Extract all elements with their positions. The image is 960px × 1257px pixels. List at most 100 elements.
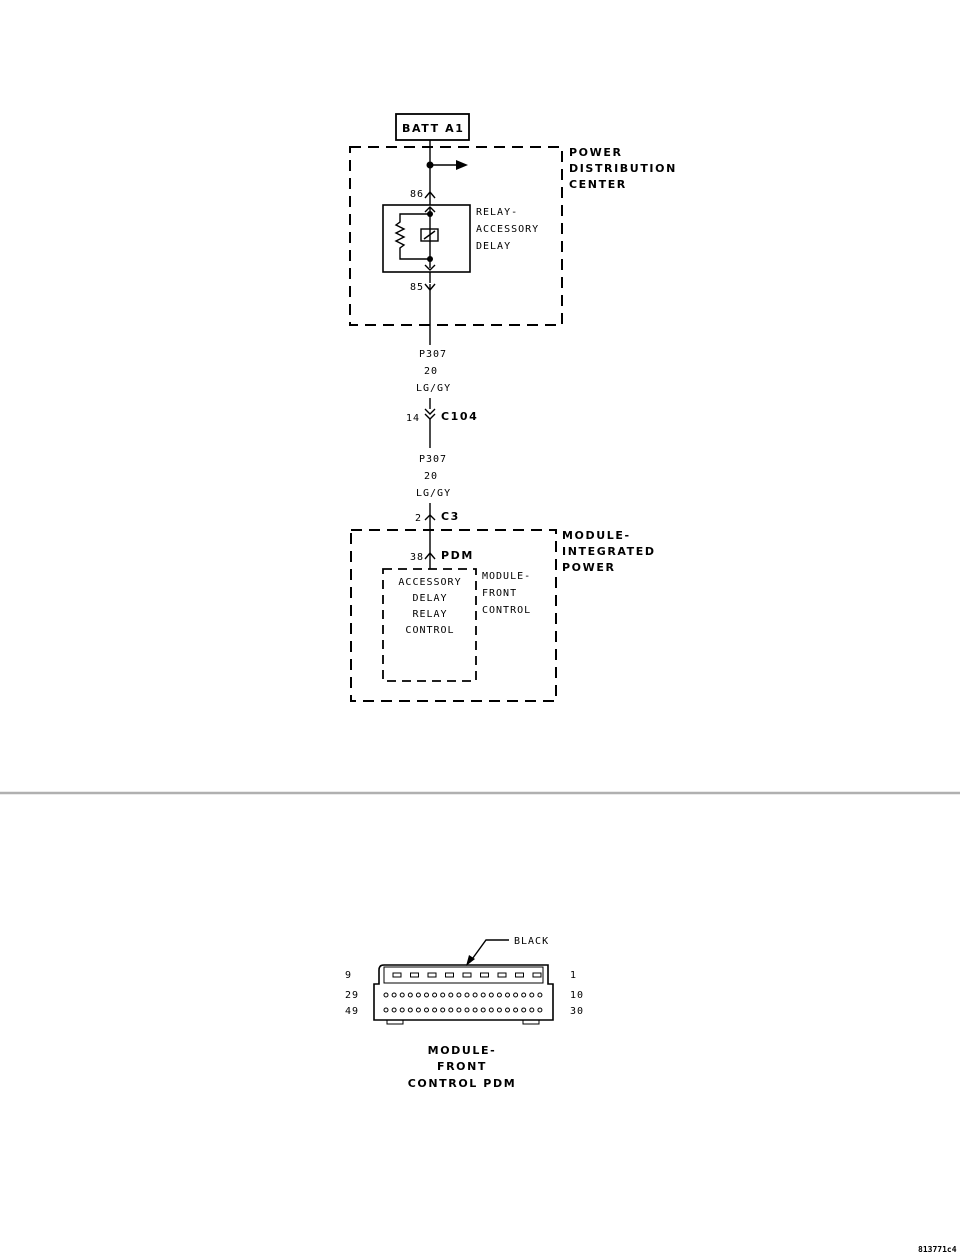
relay-label-3: DELAY [476,241,511,252]
pin-cavity [513,992,519,998]
pdc-label-1: POWER [569,146,623,159]
c104-label: C104 [441,410,478,423]
pin-cavity [445,972,454,978]
mfc-label-2: FRONT [482,588,517,599]
pin-cavity [472,1007,478,1013]
pin-cavity [391,1007,397,1013]
pin-cavity [432,992,438,998]
pdm-pin: 38 [410,552,424,563]
connector-title-1: MODULE- [428,1044,497,1057]
pdm-label: PDM [441,549,474,562]
mip-boundary [350,529,557,702]
branch-arrow-icon [456,160,468,170]
pin-row-top [392,972,542,978]
pin-cavity [383,992,389,998]
pin-cavity [415,1007,421,1013]
c3-pin: 2 [415,513,422,524]
pin-cavity [392,972,402,978]
relay-label-1: RELAY- [476,207,518,218]
pin-cavity [488,992,494,998]
connector-top-inner [383,966,544,984]
pin-cavity [464,992,470,998]
relay-coil-slash [423,230,436,240]
wire-lower-circuit: P307 [419,454,447,465]
color-callout-leader [469,939,509,963]
connector-title-3: CONTROL PDM [408,1077,517,1090]
pin-cavity [532,972,542,978]
internal-label-1: ACCESSORY [398,577,461,588]
pin-cavity [456,992,462,998]
wire-upper-gauge: 20 [424,366,438,377]
pin-cavity [521,992,527,998]
batt-box [395,113,470,141]
pin-cavity [513,1007,519,1013]
relay-pin-86: 86 [410,189,424,200]
row-label-left-1: 9 [345,970,352,981]
pdc-label-3: CENTER [569,178,627,191]
wire-upper-color: LG/GY [416,383,451,394]
pin-cavity [480,992,486,998]
row-label-right-1: 1 [570,970,577,981]
connector-key-right [522,1019,540,1025]
connector-color-label: BLACK [514,936,549,947]
internal-label-3: RELAY [412,609,447,620]
connector-face-view [373,964,554,1025]
pin-cavity [480,1007,486,1013]
relay-pin-85: 85 [410,282,424,293]
pin-cavity [472,992,478,998]
mfc-boundary [382,568,477,682]
pin-cavity [440,992,446,998]
mip-label-3: POWER [562,561,616,574]
pin-cavity [410,972,419,978]
pin-cavity [415,992,421,998]
pin-cavity [505,992,510,998]
pin-cavity [529,992,535,998]
pin-cavity [424,1007,429,1013]
pin-cavity [399,992,405,998]
pin-cavity [383,1007,389,1013]
row-label-right-2: 10 [570,990,584,1001]
c104-pin: 14 [406,413,420,424]
row-label-left-3: 49 [345,1006,359,1017]
pin-cavity [505,1007,510,1013]
connector-title-2: FRONT [437,1060,487,1073]
pin-row-middle [383,992,543,998]
pin-cavity [448,1007,454,1013]
mip-label-1: MODULE- [562,529,631,542]
wire-lower-color: LG/GY [416,488,451,499]
pin-cavity [448,992,454,998]
pin-cavity [515,972,524,978]
c104-connector-top-icon [424,408,436,415]
pin-cavity [407,992,413,998]
wire-lower-gauge: 20 [424,471,438,482]
pin-cavity [529,1007,535,1013]
pin-cavity [427,972,437,978]
pin-cavity [440,1007,446,1013]
pin-cavity [407,1007,413,1013]
relay-coil-icon [420,228,439,242]
mip-label-2: INTEGRATED [562,545,656,558]
pin-cavity [399,1007,405,1013]
mfc-label-3: CONTROL [482,605,531,616]
resistor-icon [394,213,430,260]
mfc-label-1: MODULE- [482,571,531,582]
batt-label: BATT A1 [402,122,465,135]
pin-cavity [537,992,543,998]
internal-label-2: DELAY [412,593,447,604]
figure-id: 813771c4 [918,1245,957,1254]
c3-label: C3 [441,510,460,523]
pin-cavity [456,1007,462,1013]
color-callout-arrow-icon [466,955,475,966]
row-label-right-3: 30 [570,1006,584,1017]
pin-cavity [424,992,429,998]
connector-outline [373,964,554,1021]
pin-cavity [464,1007,470,1013]
pdc-label-2: DISTRIBUTION [569,162,677,175]
pin-cavity [480,972,489,978]
pin-cavity [497,972,507,978]
pin-cavity [496,1007,502,1013]
relay-contact-bottom-icon [424,264,436,271]
pdc-boundary [349,146,563,326]
wire-upper-circuit: P307 [419,349,447,360]
